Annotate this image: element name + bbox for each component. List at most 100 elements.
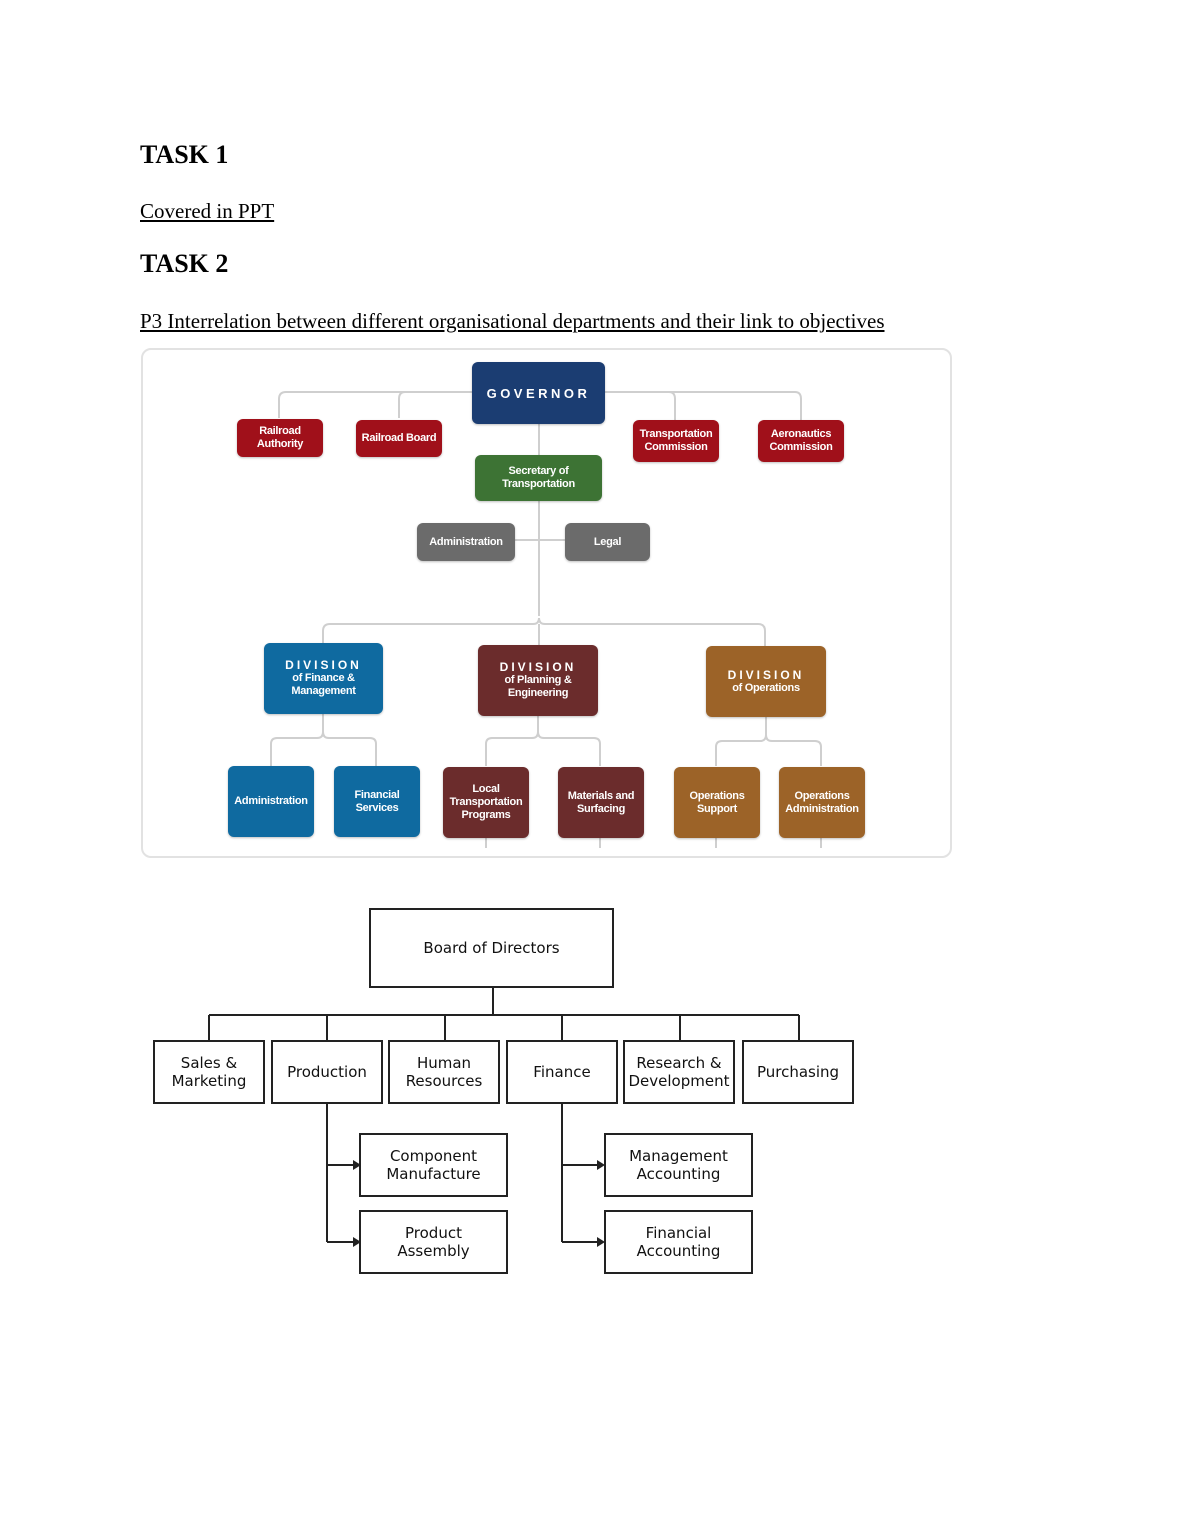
company-org-chart: Board of Directors Sales & Marketing Pro… xyxy=(150,905,870,1285)
box-label-line: Programs xyxy=(461,809,511,821)
box-label-line: Services xyxy=(355,801,399,814)
connector-div3-units xyxy=(715,717,822,766)
box-label-line: Transportation xyxy=(449,796,523,808)
connector-production-down xyxy=(326,1103,355,1243)
subunit-financial-accounting-box: Financial Accounting xyxy=(604,1210,753,1274)
division-planning-box: DIVISION of Planning & Engineering xyxy=(478,645,598,716)
box-label-line: Management xyxy=(291,685,356,697)
subunit-product-assembly-box: Product Assembly xyxy=(359,1210,508,1274)
box-label-line: of Operations xyxy=(732,681,800,694)
unit-operations-support-box: Operations Support xyxy=(674,767,760,838)
box-label-line: Support xyxy=(696,802,738,815)
box-label-line: Purchasing xyxy=(756,1063,840,1081)
connector-divisions xyxy=(322,617,766,647)
box-label-line: Accounting xyxy=(636,1242,721,1260)
connector-div2-units xyxy=(485,715,601,766)
org-chart-1-connectors xyxy=(270,391,822,848)
box-label-line: Administration xyxy=(429,535,503,548)
secretary-box: Secretary of Transportation xyxy=(475,455,602,501)
aeronautics-commission-box: Aeronautics Commission xyxy=(758,420,844,462)
connector-governor-left xyxy=(278,391,473,418)
box-label-line: Local xyxy=(472,783,500,795)
box-label-line: Administration xyxy=(785,802,859,815)
unit-administration-box: Administration xyxy=(228,766,314,837)
board-of-directors-box: Board of Directors xyxy=(369,908,614,988)
division-operations-box: DIVISION of Operations xyxy=(706,646,826,717)
box-label-line: Engineering xyxy=(507,687,569,699)
box-label-line: Component xyxy=(389,1147,478,1165)
administration-staff-box: Administration xyxy=(417,523,515,561)
arrow-icon xyxy=(353,1237,361,1247)
connector-railroad-board xyxy=(398,391,406,418)
department-production-box: Production xyxy=(271,1040,383,1104)
box-label-line: Research & xyxy=(636,1054,722,1072)
box-label-line: Product xyxy=(405,1224,462,1242)
unit-materials-surfacing-box: Materials and Surfacing xyxy=(558,767,644,838)
box-label-line: Development xyxy=(628,1072,730,1090)
box-label-line: of Planning & xyxy=(504,674,572,686)
transportation-commission-box: Transportation Commission xyxy=(633,420,719,462)
connector-transportation-commission xyxy=(668,391,676,420)
box-label-line: Resources xyxy=(405,1072,483,1090)
box-label-line: Financial xyxy=(645,1224,712,1242)
legal-staff-box: Legal xyxy=(565,523,650,561)
governor-box: GOVERNOR xyxy=(472,362,605,424)
box-label-line: Production xyxy=(287,1063,367,1081)
unit-financial-services-box: Financial Services xyxy=(334,766,420,837)
box-label-line: Board of Directors xyxy=(423,939,560,957)
department-finance-box: Finance xyxy=(506,1040,618,1104)
division-title: DIVISION xyxy=(285,658,362,672)
connector-dept-drops xyxy=(208,1015,800,1041)
box-label-line: Assembly xyxy=(397,1242,470,1260)
division-finance-box: DIVISION of Finance & Management xyxy=(264,643,383,714)
box-label-line: Accounting xyxy=(636,1165,721,1183)
box-label-line: Manufacture xyxy=(386,1165,481,1183)
task1-text: Covered in PPT xyxy=(140,199,275,223)
unit-local-transportation-box: Local Transportation Programs xyxy=(443,767,529,838)
task1-heading: TASK 1 xyxy=(140,140,229,169)
box-label-line: Human xyxy=(416,1054,472,1072)
box-label-line: Transportation xyxy=(502,478,575,490)
box-label-line: Marketing xyxy=(171,1072,247,1090)
unit-operations-administration-box: Operations Administration xyxy=(779,767,865,838)
department-human-resources-box: Human Resources xyxy=(388,1040,500,1104)
box-label-line: Surfacing xyxy=(576,802,626,815)
box-label-line: Aeronautics xyxy=(770,428,832,440)
box-label-line: Finance xyxy=(533,1063,591,1081)
department-purchasing-box: Purchasing xyxy=(742,1040,854,1104)
box-label-line: Railroad Board xyxy=(361,432,437,444)
connector-stubs xyxy=(485,838,822,848)
box-label-line: Authority xyxy=(256,438,304,450)
box-label-line: Legal xyxy=(593,535,622,548)
box-label-line: Commission xyxy=(769,441,833,453)
connector-div1-units xyxy=(270,714,377,766)
box-label-line: Financial xyxy=(354,788,400,801)
box-label-line: Operations xyxy=(794,789,850,802)
box-label-line: Operations xyxy=(689,789,745,802)
task2-subheading: P3 Interrelation between different organ… xyxy=(140,309,885,333)
box-label-line: Railroad xyxy=(259,425,301,437)
governor-label: GOVERNOR xyxy=(486,385,591,401)
division-title: DIVISION xyxy=(499,660,577,674)
division-title: DIVISION xyxy=(727,667,805,682)
railroad-board-box: Railroad Board xyxy=(356,420,442,457)
box-label-line: Administration xyxy=(234,795,308,807)
box-label-line: Management xyxy=(629,1147,728,1165)
connector-finance-down xyxy=(561,1103,600,1243)
arrow-icon xyxy=(597,1160,605,1170)
connector-governor-right xyxy=(605,391,802,420)
box-label-line: Commission xyxy=(644,441,708,453)
subunit-component-manufacture-box: Component Manufacture xyxy=(359,1133,508,1197)
arrow-icon xyxy=(597,1237,605,1247)
box-label-line: Secretary of xyxy=(508,465,569,477)
railroad-authority-box: Railroad Authority xyxy=(237,419,323,457)
task2-heading: TASK 2 xyxy=(140,249,229,278)
department-research-development-box: Research & Development xyxy=(623,1040,735,1104)
box-label-line: Sales & xyxy=(180,1054,238,1072)
subunit-management-accounting-box: Management Accounting xyxy=(604,1133,753,1197)
arrow-icon xyxy=(353,1160,361,1170)
box-label-line: of Finance & xyxy=(292,672,355,684)
org-chart-2-connectors xyxy=(208,988,800,1247)
box-label-line: Materials and xyxy=(567,789,635,802)
box-label-line: Transportation xyxy=(639,428,713,440)
